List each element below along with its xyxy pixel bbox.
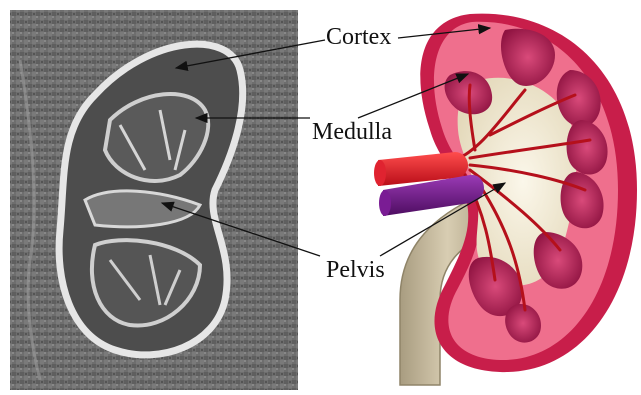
kidney-illustration: [374, 14, 637, 385]
label-pelvis: Pelvis: [326, 258, 385, 282]
renal-artery-end: [374, 160, 386, 186]
label-cortex: Cortex: [326, 25, 391, 49]
mri-scan-panel: [10, 10, 298, 390]
label-medulla: Medulla: [312, 120, 392, 144]
renal-vein-end: [379, 190, 391, 216]
